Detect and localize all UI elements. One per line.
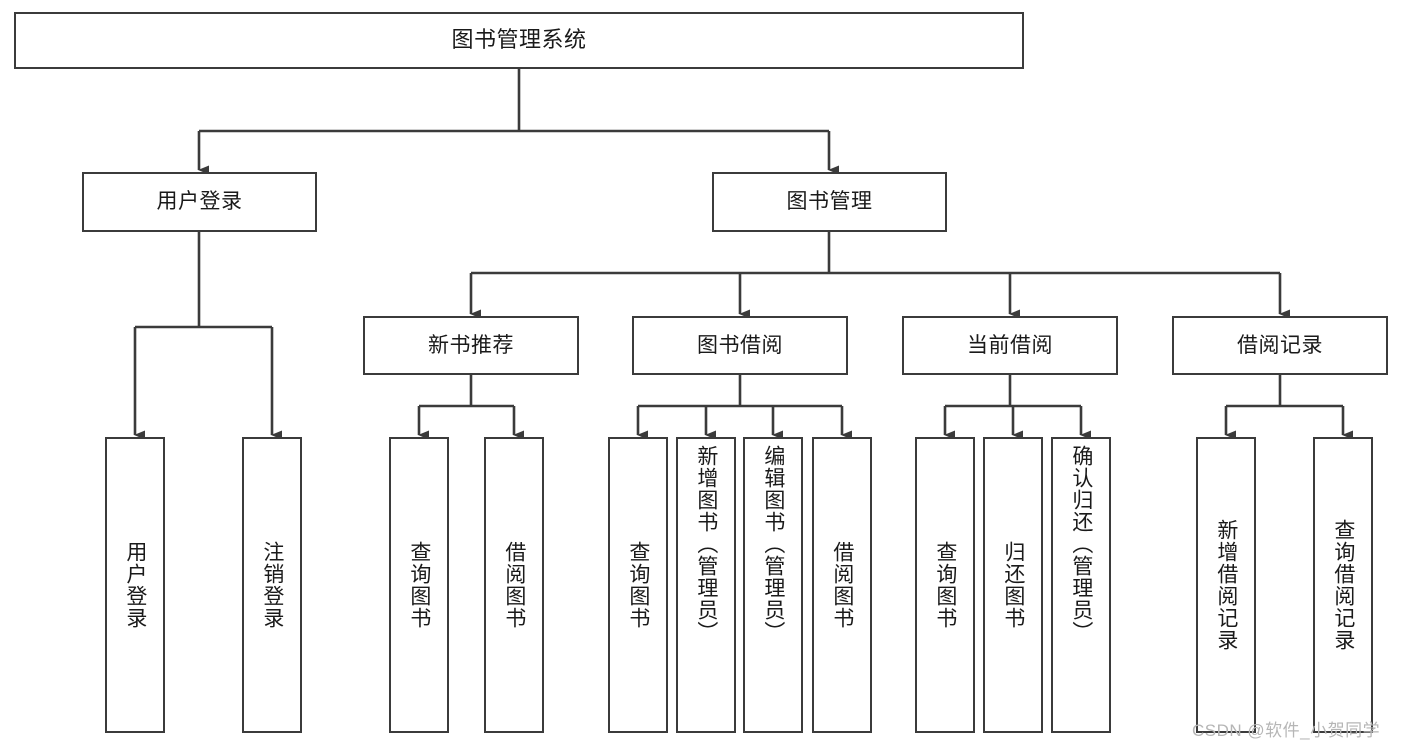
node-borrow-record[interactable]: 借阅记录 <box>1172 316 1388 375</box>
node-borrow-record-label: 借阅记录 <box>1237 333 1323 357</box>
node-leaf-borrow-book-recommend-label: 借阅图书 <box>502 541 526 629</box>
node-leaf-logout-login[interactable]: 注销登录 <box>242 437 302 733</box>
node-book-borrow-label: 图书借阅 <box>697 333 783 357</box>
node-leaf-query-book-borrow[interactable]: 查询图书 <box>608 437 668 733</box>
node-leaf-query-borrow-record-label: 查询借阅记录 <box>1331 519 1355 651</box>
node-leaf-query-book-current-label: 查询图书 <box>933 541 957 629</box>
node-leaf-query-book-recommend-label: 查询图书 <box>407 541 431 629</box>
node-current-borrow-label: 当前借阅 <box>967 333 1053 357</box>
node-leaf-borrow-book-recommend[interactable]: 借阅图书 <box>484 437 544 733</box>
node-leaf-edit-book-admin[interactable]: 编辑图书（管理员） <box>743 437 803 733</box>
node-leaf-confirm-return-admin-label: 确认归还（管理员） <box>1069 445 1093 643</box>
node-leaf-add-book-admin-label: 新增图书（管理员） <box>694 445 718 643</box>
node-leaf-user-login-label: 用户登录 <box>123 541 147 629</box>
node-leaf-return-book[interactable]: 归还图书 <box>983 437 1043 733</box>
node-book-management-label: 图书管理 <box>786 190 873 214</box>
node-book-management[interactable]: 图书管理 <box>712 172 947 232</box>
node-current-borrow[interactable]: 当前借阅 <box>902 316 1118 375</box>
node-user-login-label: 用户登录 <box>156 190 243 214</box>
node-library-management-system[interactable]: 图书管理系统 <box>14 12 1024 69</box>
node-leaf-query-book-recommend[interactable]: 查询图书 <box>389 437 449 733</box>
node-new-book-recommend[interactable]: 新书推荐 <box>363 316 579 375</box>
node-leaf-add-borrow-record-label: 新增借阅记录 <box>1214 519 1238 651</box>
node-new-book-recommend-label: 新书推荐 <box>428 333 514 357</box>
node-leaf-query-borrow-record[interactable]: 查询借阅记录 <box>1313 437 1373 733</box>
node-leaf-add-borrow-record[interactable]: 新增借阅记录 <box>1196 437 1256 733</box>
node-leaf-confirm-return-admin[interactable]: 确认归还（管理员） <box>1051 437 1111 733</box>
node-leaf-user-login[interactable]: 用户登录 <box>105 437 165 733</box>
node-leaf-query-book-current[interactable]: 查询图书 <box>915 437 975 733</box>
node-leaf-return-book-label: 归还图书 <box>1001 541 1025 629</box>
node-leaf-borrow-book[interactable]: 借阅图书 <box>812 437 872 733</box>
node-user-login[interactable]: 用户登录 <box>82 172 317 232</box>
node-leaf-query-book-borrow-label: 查询图书 <box>626 541 650 629</box>
node-book-borrow[interactable]: 图书借阅 <box>632 316 848 375</box>
node-leaf-logout-login-label: 注销登录 <box>260 541 284 629</box>
node-root-label: 图书管理系统 <box>451 27 587 53</box>
node-leaf-edit-book-admin-label: 编辑图书（管理员） <box>761 445 785 643</box>
node-leaf-borrow-book-label: 借阅图书 <box>830 541 854 629</box>
node-leaf-add-book-admin[interactable]: 新增图书（管理员） <box>676 437 736 733</box>
